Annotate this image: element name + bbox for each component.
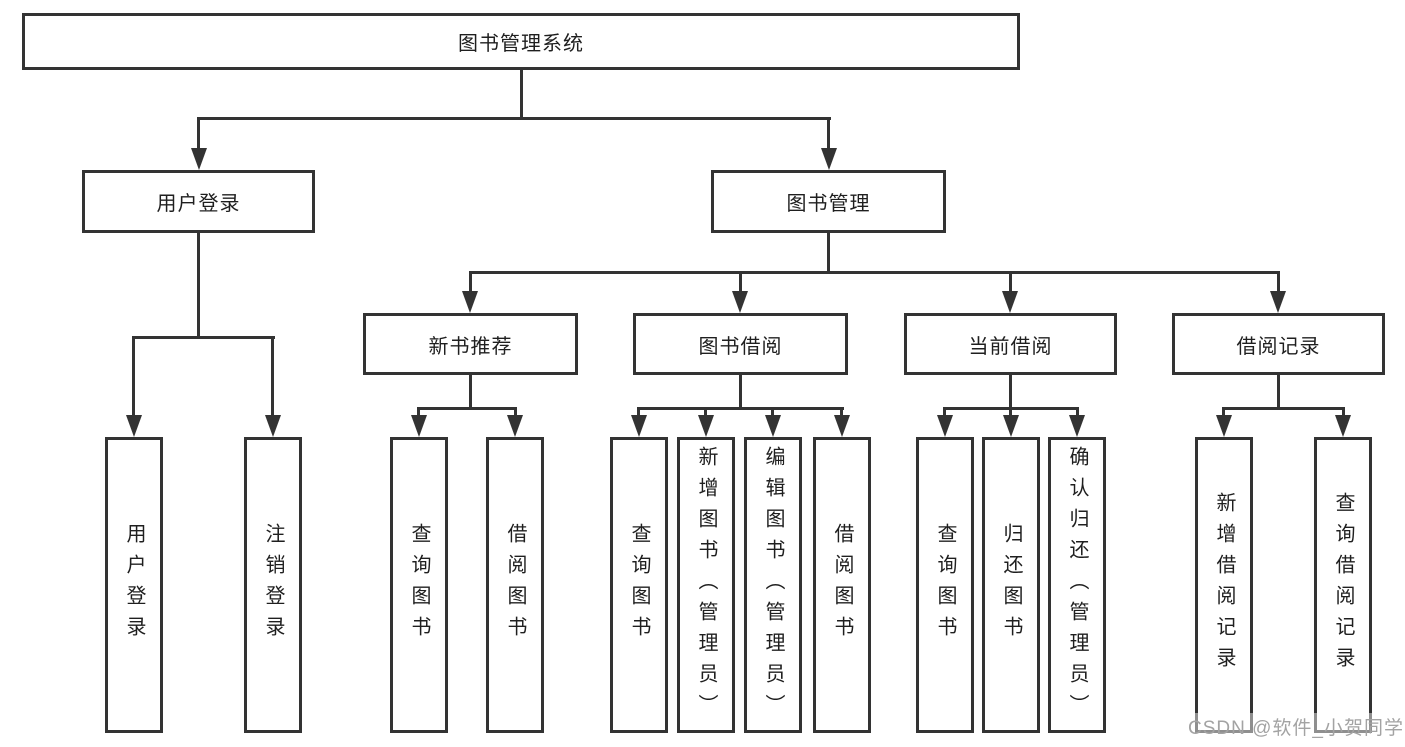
arrow-down-icon <box>937 415 953 437</box>
connector-line <box>1009 271 1012 295</box>
connector-line <box>827 233 830 271</box>
node-label: 当前借阅 <box>968 335 1053 358</box>
leaf-confirm-return-admin: 确认归还（管理员） <box>1048 437 1106 733</box>
node-user-login: 用户登录 <box>82 170 315 233</box>
arrow-down-icon <box>126 415 142 437</box>
connector-line <box>520 70 523 117</box>
connector-line <box>469 271 472 295</box>
leaf-borrow-books: 借阅图书 <box>813 437 871 733</box>
node-label: 图书借阅 <box>698 335 783 358</box>
node-label: 用户登录 <box>156 193 241 215</box>
connector-line <box>1009 407 1012 419</box>
leaf-return-book: 归还图书 <box>982 437 1040 733</box>
arrow-down-icon <box>834 415 850 437</box>
arrow-down-icon <box>765 415 781 437</box>
connector-line <box>637 407 844 410</box>
node-label: 新增图书（管理员） <box>695 445 717 725</box>
connector-line <box>827 117 830 151</box>
connector-line <box>197 117 831 120</box>
leaf-borrow-books-recommend: 借阅图书 <box>486 437 544 733</box>
node-label: 图书管理系统 <box>458 33 584 55</box>
node-root-system: 图书管理系统 <box>22 13 1020 70</box>
arrow-down-icon <box>1003 415 1019 437</box>
connector-line <box>1277 375 1280 407</box>
node-book-management: 图书管理 <box>711 170 946 233</box>
connector-line <box>637 407 640 419</box>
node-borrow-records: 借阅记录 <box>1172 313 1385 375</box>
leaf-user-login: 用户登录 <box>105 437 163 733</box>
node-label: 注销登录 <box>262 523 284 647</box>
arrow-down-icon <box>265 415 281 437</box>
connector-line <box>1076 407 1079 419</box>
connector-line <box>514 407 517 419</box>
leaf-query-books-current: 查询图书 <box>916 437 974 733</box>
connector-line <box>271 336 274 417</box>
leaf-query-books-borrow: 查询图书 <box>610 437 668 733</box>
connector-line <box>943 407 946 419</box>
leaf-logout: 注销登录 <box>244 437 302 733</box>
node-label: 查询借阅记录 <box>1332 492 1354 678</box>
connector-line <box>1342 407 1345 419</box>
arrow-down-icon <box>462 291 478 313</box>
arrow-down-icon <box>821 148 837 170</box>
connector-line <box>840 407 843 419</box>
arrow-down-icon <box>1002 291 1018 313</box>
node-book-borrow: 图书借阅 <box>633 313 848 375</box>
connector-line <box>704 407 707 419</box>
node-label: 借阅图书 <box>831 523 853 647</box>
connector-line <box>417 407 517 410</box>
arrow-down-icon <box>191 148 207 170</box>
connector-line <box>1222 407 1345 410</box>
arrow-down-icon <box>1270 291 1286 313</box>
arrow-down-icon <box>507 415 523 437</box>
node-current-borrow: 当前借阅 <box>904 313 1117 375</box>
node-label: 图书管理 <box>786 193 871 215</box>
arrow-down-icon <box>1069 415 1085 437</box>
leaf-add-borrow-record: 新增借阅记录 <box>1195 437 1253 733</box>
node-new-book-recommend: 新书推荐 <box>363 313 578 375</box>
connector-line <box>132 336 135 417</box>
connector-line <box>1009 375 1012 407</box>
connector-line <box>469 375 472 407</box>
connector-line <box>1222 407 1225 419</box>
connector-line <box>197 117 200 151</box>
csdn-watermark: CSDN @软件_小贺同学 <box>1186 713 1405 740</box>
node-label: 借阅图书 <box>504 523 526 647</box>
node-label: 查询图书 <box>408 523 430 647</box>
node-label: 新书推荐 <box>428 335 513 358</box>
connector-line <box>739 271 742 295</box>
node-label: 编辑图书（管理员） <box>762 445 784 725</box>
leaf-query-books-recommend: 查询图书 <box>390 437 448 733</box>
connector-line <box>771 407 774 419</box>
leaf-query-borrow-record: 查询借阅记录 <box>1314 437 1372 733</box>
arrow-down-icon <box>732 291 748 313</box>
arrow-down-icon <box>631 415 647 437</box>
node-label: 借阅记录 <box>1236 335 1321 358</box>
leaf-add-book-admin: 新增图书（管理员） <box>677 437 735 733</box>
arrow-down-icon <box>1216 415 1232 437</box>
connector-line <box>197 233 200 336</box>
node-label: 查询图书 <box>934 523 956 647</box>
connector-line <box>739 375 742 407</box>
connector-line <box>132 336 275 339</box>
connector-line <box>469 271 1280 274</box>
connector-line <box>417 407 420 419</box>
node-label: 用户登录 <box>123 523 145 647</box>
arrow-down-icon <box>698 415 714 437</box>
node-label: 确认归还（管理员） <box>1066 445 1088 725</box>
connector-line <box>1277 271 1280 295</box>
leaf-edit-book-admin: 编辑图书（管理员） <box>744 437 802 733</box>
node-label: 查询图书 <box>628 523 650 647</box>
node-label: 新增借阅记录 <box>1213 492 1235 678</box>
node-label: 归还图书 <box>1000 523 1022 647</box>
arrow-down-icon <box>411 415 427 437</box>
arrow-down-icon <box>1335 415 1351 437</box>
